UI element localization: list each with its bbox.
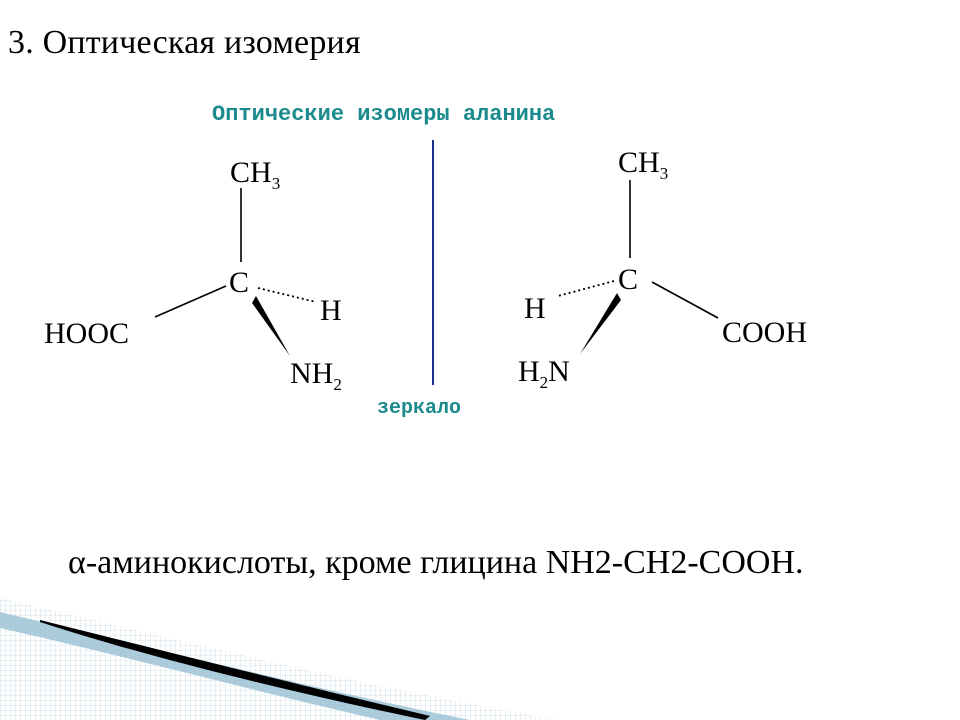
left-bond-left <box>154 285 227 318</box>
decor-swoosh-light <box>0 598 560 720</box>
slide-decoration <box>0 598 560 720</box>
right-bond-right <box>651 281 719 319</box>
right-isomer: CH3 C COOH H H2N <box>518 146 807 392</box>
left-hashed-bond <box>257 287 317 303</box>
left-hooc-label: HOOC <box>44 317 129 350</box>
alanine-isomers-diagram: Оптические изомеры аланина зеркало CH3 C… <box>44 102 807 420</box>
left-nh2-label: NH2 <box>290 357 342 394</box>
left-wedge-bond <box>252 296 290 356</box>
right-cooh-label: COOH <box>722 316 807 349</box>
right-h2n-label: H2N <box>518 355 570 392</box>
decor-swoosh-dark <box>40 620 430 720</box>
right-h-label: H <box>524 292 546 325</box>
slide-title: 3. Оптическая изомерия <box>8 24 361 61</box>
diagram-caption: Оптические изомеры аланина <box>212 102 555 127</box>
right-ch3-label: CH3 <box>618 146 668 183</box>
left-center-carbon: C <box>229 266 249 299</box>
left-h-label: H <box>320 294 342 327</box>
mirror-label: зеркало <box>377 397 461 420</box>
right-wedge-bond <box>580 293 621 354</box>
right-hashed-bond <box>557 280 615 297</box>
left-ch3-label: CH3 <box>230 156 280 193</box>
left-isomer: CH3 C HOOC H NH2 <box>44 156 342 394</box>
body-text: α-аминокислоты, кроме глицина NH2-CH2-CO… <box>68 544 804 581</box>
right-center-carbon: C <box>618 263 638 296</box>
